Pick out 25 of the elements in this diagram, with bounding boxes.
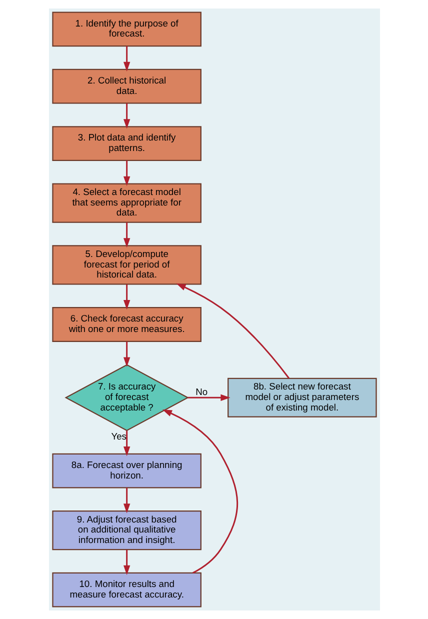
arrow	[122, 284, 130, 310]
arrow	[122, 550, 130, 575]
arrow	[122, 103, 130, 129]
node-box: 4. Select a forecast model that seems appropriate for data.	[52, 183, 201, 223]
arrow	[122, 430, 130, 456]
edge-label: Yes	[110, 431, 126, 442]
arrow	[162, 409, 238, 574]
node-box: 8a. Forecast over planning horizon.	[52, 453, 201, 488]
node-box: 2. Collect historical data.	[52, 68, 201, 104]
arrow	[187, 394, 230, 401]
node-box: 3. Plot data and identify patterns.	[52, 126, 201, 161]
arrow	[122, 160, 130, 186]
node-box: 5. Develop/compute forecast for period of historical data.	[52, 245, 201, 285]
arrow	[122, 222, 130, 248]
arrow	[122, 342, 130, 367]
arrow	[122, 46, 130, 72]
node-box: 9. Adjust forecast based on additional qualitative information and insight.	[52, 510, 201, 550]
arrow	[122, 488, 130, 514]
node-box: 8b. Select new forecast model or adjust parameters of existing model.	[227, 378, 376, 418]
edge-label: No	[195, 386, 208, 397]
node-box: 6. Check forecast accuracy with one or more measures.	[52, 307, 201, 342]
node-box: 10. Monitor results and measure forecast accuracy.	[52, 572, 201, 608]
node-diamond: 7. Is accuracy of forecast acceptable ?	[64, 364, 188, 432]
node-box: 1. Identify the purpose of forecast.	[52, 12, 201, 47]
arrow	[176, 283, 290, 379]
